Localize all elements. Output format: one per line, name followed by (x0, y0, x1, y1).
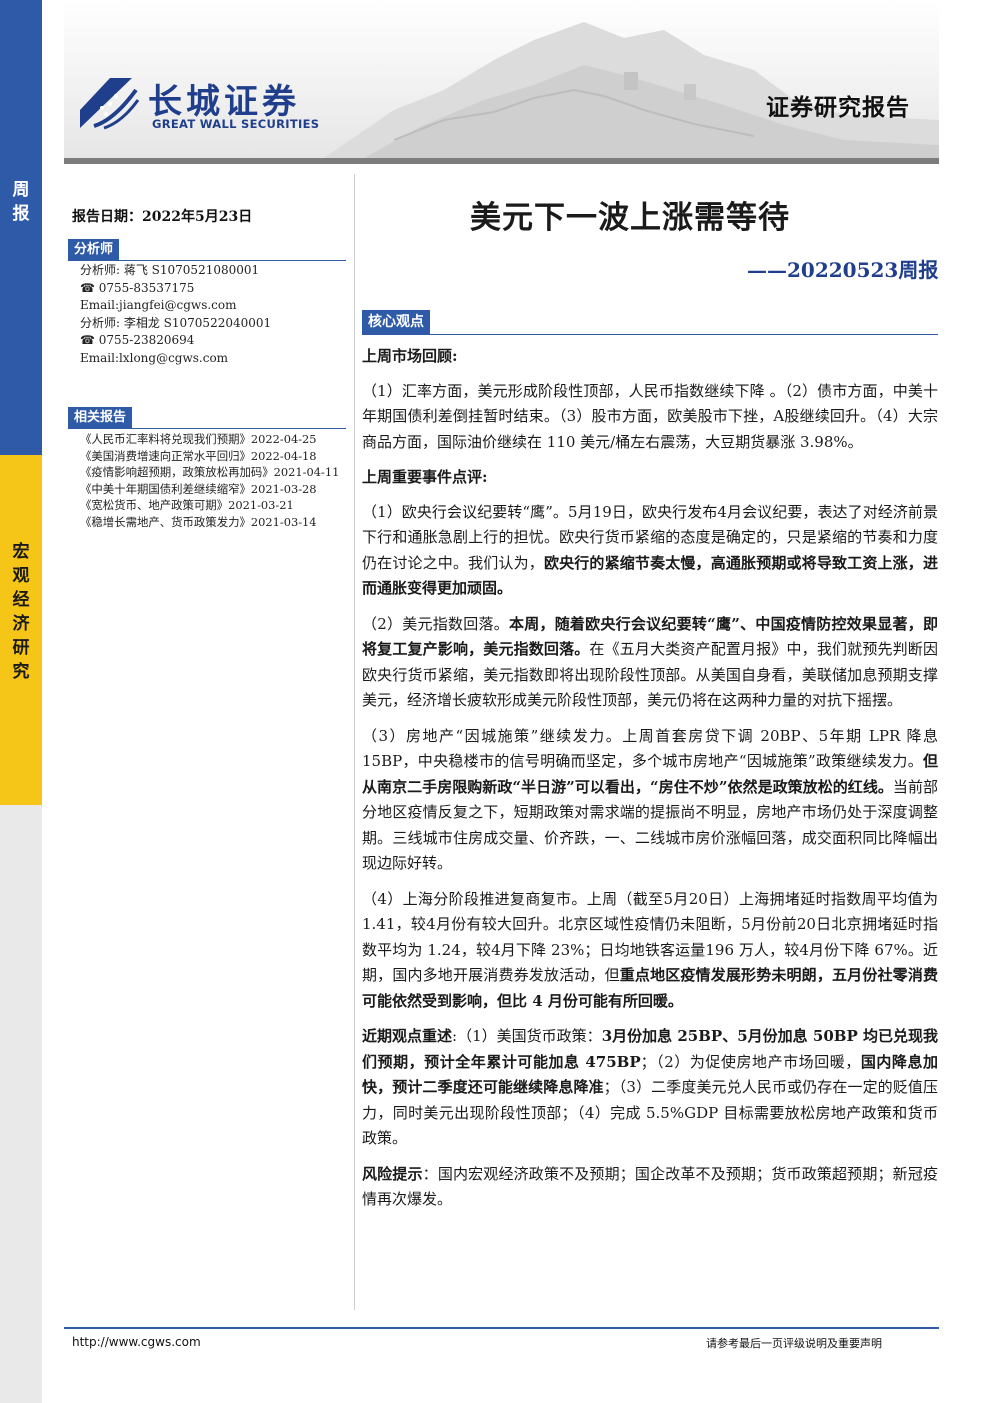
header-rule (64, 158, 939, 164)
side-bar: 周 报 宏 观 经 济 研 究 (0, 0, 42, 1403)
footer-rule (64, 1327, 939, 1329)
report-title: 美元下一波上涨需等待 (470, 200, 790, 236)
column-divider (354, 174, 355, 1310)
event-paragraph-property: （3）房地产“因城施策”继续发力。上周首套房贷下调 20BP、5年期 LPR 降… (362, 726, 938, 873)
core-view-heading: 核心观点 (362, 310, 430, 334)
report-subtitle: ——20220523周报 (747, 258, 939, 282)
report-date: 报告日期：2022年5月23日 (72, 209, 253, 225)
core-view-section-header: 核心观点 (362, 310, 938, 335)
analyst-line: Email:jiangfei@cgws.com (80, 298, 237, 312)
side-label-weekly: 周 报 (12, 180, 30, 224)
core-view-content: 上周市场回顾: （1）汇率方面，美元形成阶段性顶部，人民币指数继续下降 。（2）… (362, 344, 938, 1223)
side-bar-blue (0, 0, 42, 455)
logo-english-name: GREAT WALL SECURITIES (152, 117, 320, 131)
event-paragraph-usd: （2）美元指数回落。本周，随着欧央行会议纪要转“鹰”、中国疫情防控效果显著，即将… (362, 614, 938, 710)
related-report-link[interactable]: 《稳增长需地产、货币政策发力》2021-03-14 (80, 514, 317, 529)
related-report-link[interactable]: 《人民币汇率料将兑现我们预期》2022-04-25 (80, 432, 317, 446)
related-report-link[interactable]: 《宽松货币、地产政策可期》2021-03-21 (80, 498, 294, 512)
analyst-section-header: 分析师 (68, 238, 346, 261)
analyst-line: Email:lxlong@cgws.com (80, 350, 229, 365)
header-banner (64, 0, 939, 158)
events-heading: 上周重要事件点评: (362, 468, 488, 486)
related-report-link[interactable]: 《中美十年期国债利差继续缩窄》2021-03-28 (80, 481, 317, 496)
report-type-label: 证券研究报告 (766, 95, 910, 121)
great-wall-mountain-illustration (324, 22, 939, 158)
related-reports-list: 《人民币汇率料将兑现我们预期》2022-04-25 《美国消费增速向正常水平回归… (80, 431, 342, 530)
related-section-header: 相关报告 (68, 406, 346, 429)
related-report-link[interactable]: 《疫情影响超预期，政策放松再加码》2021-04-11 (80, 465, 340, 479)
event-paragraph-shanghai: （4）上海分阶段推进复商复市。上周（截至5月20日）上海拥堵延时指数周平均值为 … (362, 889, 938, 1010)
analyst-heading: 分析师 (68, 239, 120, 261)
risk-warning-paragraph: 风险提示：国内宏观经济政策不及预期；国企改革不及预期；货币政策超预期；新冠疫情再… (362, 1164, 938, 1209)
analyst-line: 分析师: 蒋飞 S1070521080001 (80, 263, 260, 277)
related-report-link[interactable]: 《美国消费增速向正常水平回归》2022-04-18 (80, 448, 317, 463)
cgws-logo-icon (80, 78, 140, 130)
footer-disclaimer-note: 请参考最后一页评级说明及重要声明 (706, 1337, 882, 1350)
side-bar-yellow (0, 455, 42, 805)
analyst-info: 分析师: 蒋飞 S1070521080001 ☎ 0755-83537175 E… (80, 262, 271, 367)
recent-views-paragraph: 近期观点重述:（1）美国货币政策：3月份加息 25BP、5月份加息 50BP 均… (362, 1027, 938, 1147)
analyst-line: ☎ 0755-23820694 (80, 333, 195, 347)
footer-website-link[interactable]: http://www.cgws.com (72, 1335, 201, 1349)
analyst-line: ☎ 0755-83537175 (80, 280, 195, 295)
market-review-paragraph: （1）汇率方面，美元形成阶段性顶部，人民币指数继续下降 。（2）债市方面，中美十… (362, 381, 938, 451)
market-review-heading: 上周市场回顾: (362, 347, 458, 365)
related-heading: 相关报告 (68, 407, 133, 429)
analyst-line: 分析师: 李相龙 S1070522040001 (80, 315, 272, 330)
logo-chinese-name: 长城证券 (148, 82, 300, 122)
event-paragraph-ecb: （1）欧央行会议纪要转“鹰”。5月19日，欧央行发布4月会议纪要，表达了对经济前… (362, 502, 938, 598)
side-label-macro: 宏 观 经 济 研 究 (12, 542, 30, 682)
